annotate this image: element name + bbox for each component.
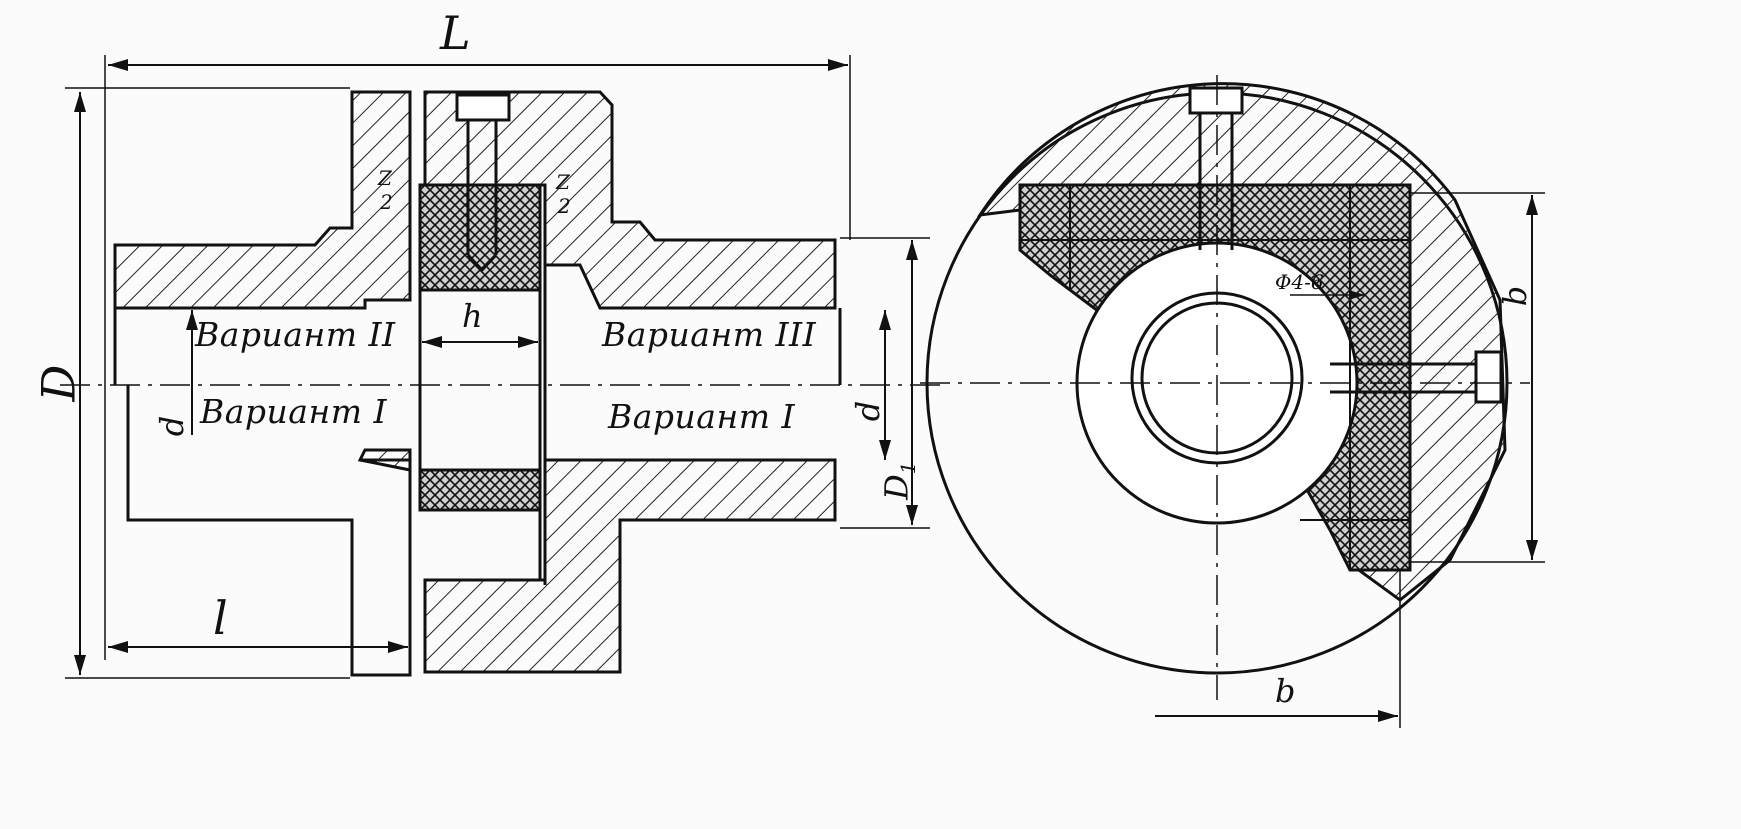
dim-label-D: D xyxy=(31,364,86,402)
end-view xyxy=(920,75,1545,728)
left-hub-bottom-section xyxy=(357,448,412,472)
right-hub-bore xyxy=(600,306,842,385)
dim-label-h: h xyxy=(462,297,483,335)
dim-label-b-right: b xyxy=(1496,285,1535,307)
top-screw-head xyxy=(1188,86,1244,115)
dim-label-l: l xyxy=(213,591,228,645)
screw-head xyxy=(455,93,511,122)
label-variant-1-right: Вариант I xyxy=(608,397,796,436)
left-hub-lower xyxy=(126,385,412,677)
label-variant-3: Вариант III xyxy=(602,315,817,354)
dim-label-b-bottom: b xyxy=(1275,672,1296,710)
label-z-left-top: Z xyxy=(378,166,392,190)
insert-lower xyxy=(418,468,542,512)
side-section-view xyxy=(60,55,940,679)
insert-upper xyxy=(418,183,542,292)
label-phi: Φ4-6 xyxy=(1275,270,1324,294)
dim-label-d-right: d xyxy=(849,400,888,422)
dim-label-d-left: d xyxy=(153,415,192,437)
label-variant-2: Вариант II xyxy=(195,315,396,354)
label-z-right-top: Z xyxy=(556,170,570,194)
dim-label-L: L xyxy=(440,6,471,60)
right-hub-lower xyxy=(423,458,837,674)
label-z-right-bottom: 2 xyxy=(558,194,571,218)
screw-shank xyxy=(466,120,498,273)
insert-frame xyxy=(418,185,547,585)
left-hub-upper xyxy=(113,90,412,310)
dim-label-D1: D1 xyxy=(877,461,920,500)
label-variant-1-left: Вариант I xyxy=(200,392,388,431)
side-screw-head xyxy=(1474,350,1503,404)
label-z-left-bottom: 2 xyxy=(380,190,393,214)
